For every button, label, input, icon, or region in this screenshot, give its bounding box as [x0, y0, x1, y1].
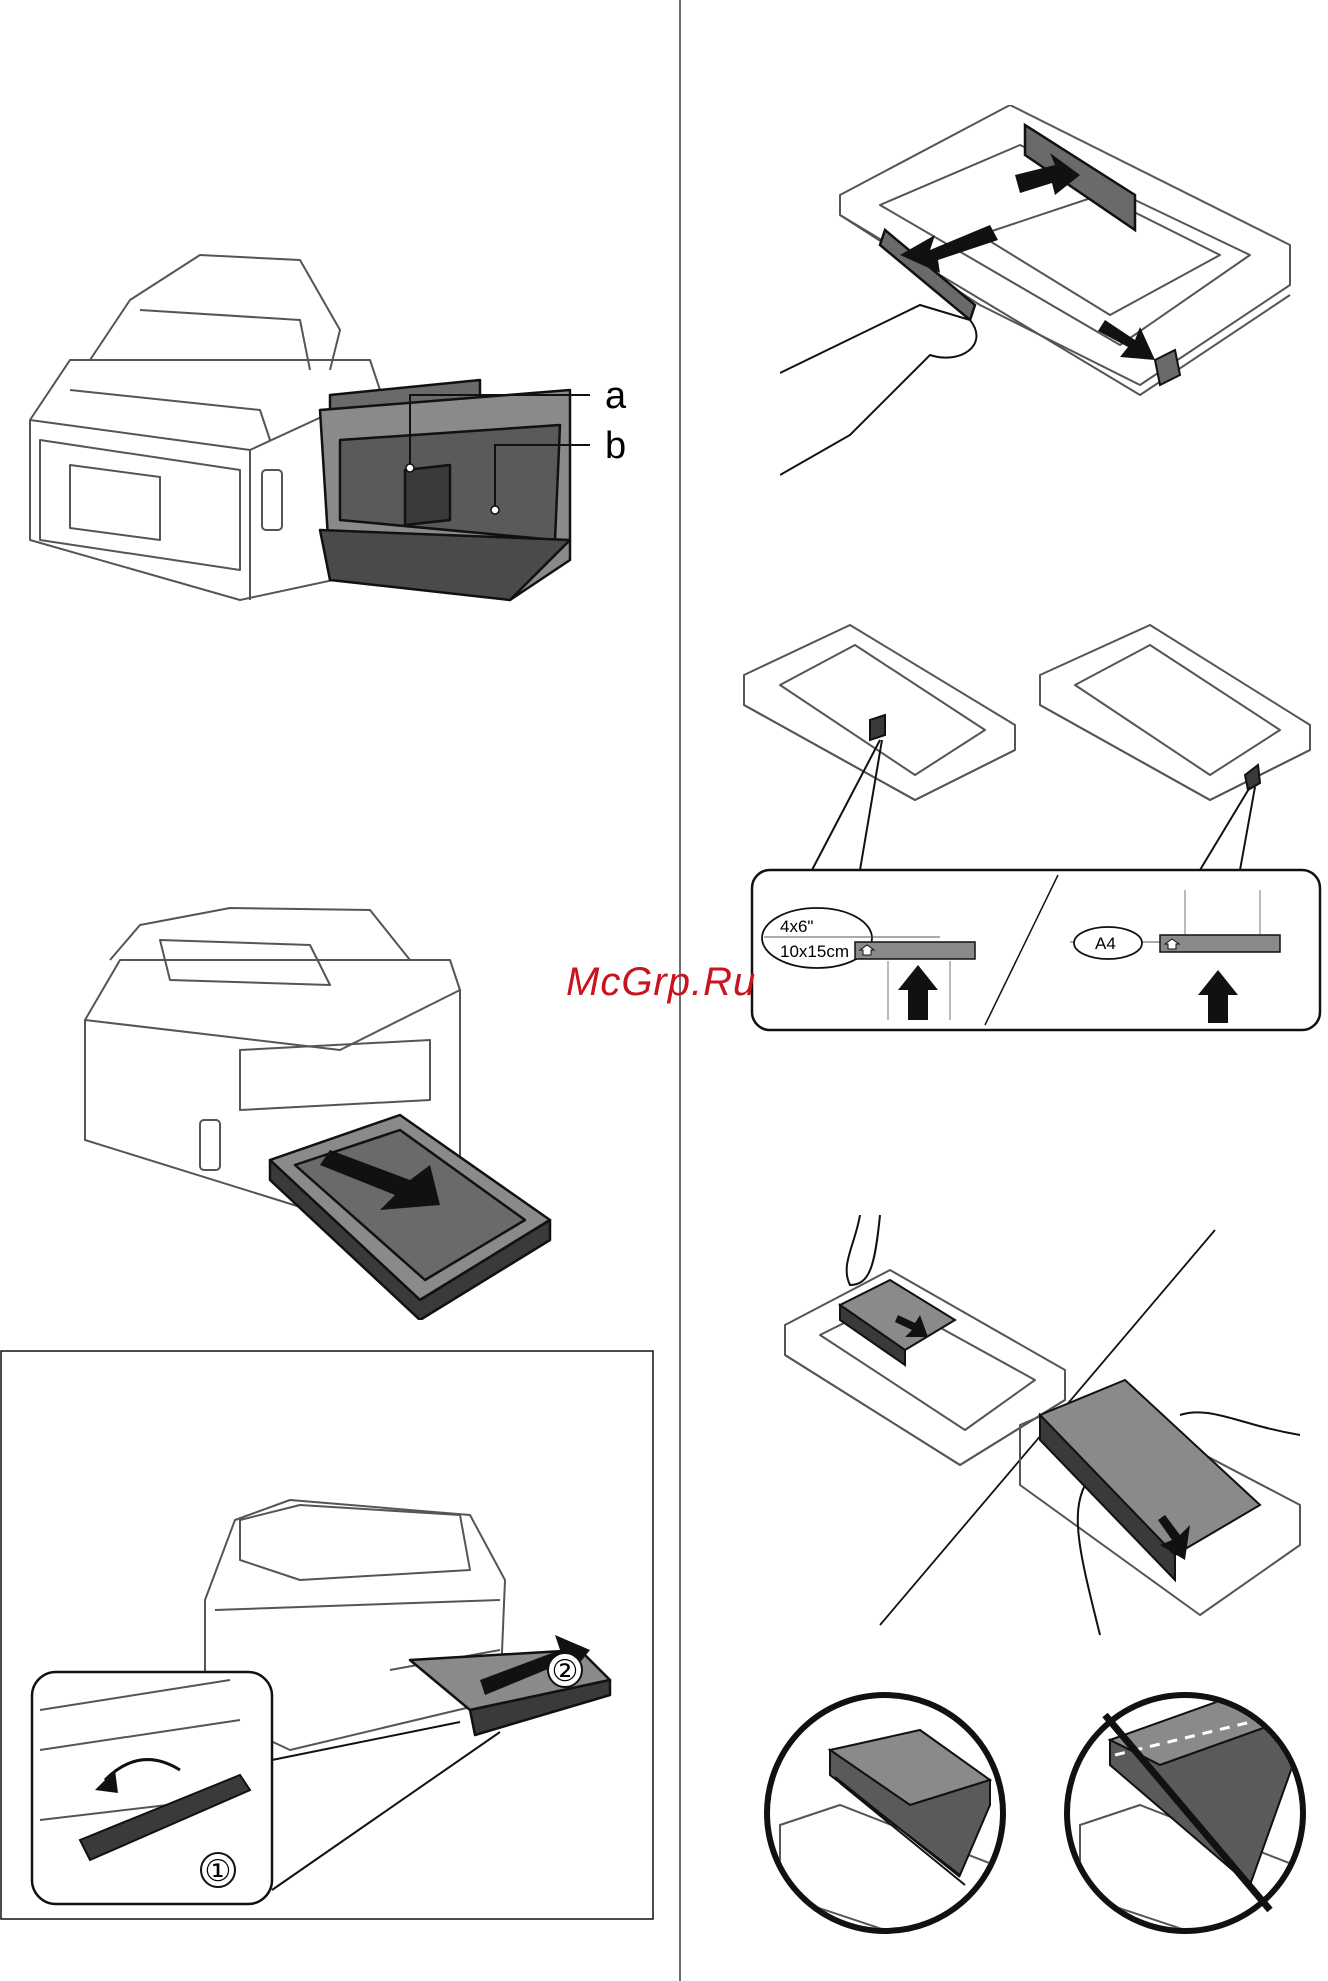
figure-load-paper [780, 1215, 1320, 1645]
watermark: McGrp.Ru [566, 960, 756, 1005]
label-a: a [605, 375, 627, 417]
figure-edge-guide-scale: 4x6" 10x15cm A4 [740, 615, 1328, 1035]
step-2-marker: ② [552, 1655, 579, 1688]
mark-4x6-line1: 4x6" [780, 917, 813, 936]
step-1-marker: ① [205, 1855, 232, 1888]
figure-slide-edge-guides [780, 105, 1300, 485]
figure-paper-height-check [760, 1655, 1320, 1975]
figure-remove-cassette [80, 900, 580, 1320]
mark-4x6-line2: 10x15cm [780, 942, 849, 961]
figure-extend-cassette: ② ① [0, 1350, 655, 1930]
figure-printer-cassettes: a b [10, 240, 650, 620]
label-b: b [605, 425, 626, 467]
mark-a4: A4 [1095, 934, 1116, 953]
